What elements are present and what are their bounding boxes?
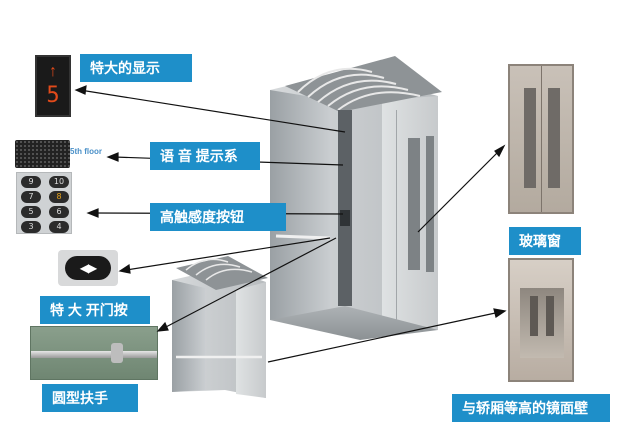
door-open-icon: ◀▶ [65, 256, 111, 280]
speaker-floor-caption: 5th floor [70, 147, 102, 156]
mirror-wall-thumbnail [508, 258, 574, 382]
small-cabin [172, 256, 268, 398]
label-glass-window: 玻璃窗 [509, 227, 581, 255]
keypad-key: 5 [21, 206, 41, 218]
keypad-key: 7 [21, 191, 41, 203]
keypad-key: 9 [21, 176, 41, 188]
label-touch-buttons: 高触感度按钮 [150, 203, 286, 231]
large-cabin [270, 56, 442, 340]
keypad-key: 8 [49, 191, 69, 203]
handrail-thumbnail [30, 326, 158, 380]
keypad-key: 10 [49, 176, 69, 188]
keypad-key: 4 [49, 221, 69, 233]
floor-number: 5 [46, 83, 60, 108]
label-voice-system: 语 音 提示系 [150, 142, 260, 170]
speaker-thumbnail [15, 140, 70, 168]
glass-window-door-thumbnail [508, 64, 574, 214]
label-handrail: 圆型扶手 [42, 384, 138, 412]
floor-display-thumbnail: ↑ 5 [35, 55, 71, 117]
door-open-button-thumbnail: ◀▶ [58, 250, 118, 286]
keypad-key: 6 [49, 206, 69, 218]
keypad-key: 3 [21, 221, 41, 233]
label-door-button: 特 大 开门按 [40, 296, 150, 324]
label-display: 特大的显示 [80, 54, 192, 82]
up-arrow-icon: ↑ [49, 63, 57, 80]
label-mirror-wall: 与轿厢等高的镜面壁 [452, 394, 610, 422]
